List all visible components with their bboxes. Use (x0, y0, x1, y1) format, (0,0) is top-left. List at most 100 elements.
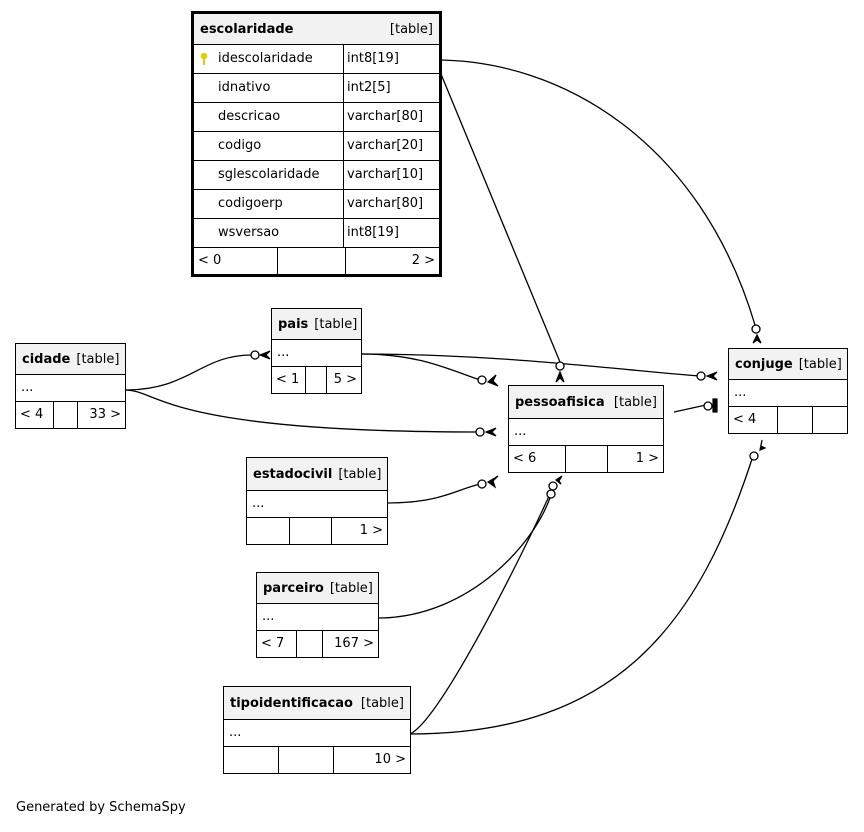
children-count[interactable]: 1 > (359, 523, 383, 538)
rel-cidade-pessoafisica (124, 389, 481, 433)
column-row[interactable]: codigo varchar[20] (194, 132, 439, 161)
crowfoot-arrow (258, 350, 271, 360)
rel-pais-conjuge (360, 353, 701, 377)
rel-tipoidentificacao-pessoafisica (409, 493, 551, 735)
children-count[interactable] (813, 407, 847, 433)
rel-endpoint (548, 481, 558, 491)
column-type: int8[19] (347, 225, 399, 240)
table-footer: < 4 33 > (16, 402, 125, 428)
table-name: cidade (22, 351, 71, 367)
rel-endpoint (546, 489, 556, 499)
column-row[interactable]: idescolaridade int8[19] (194, 45, 439, 74)
rel-endpoint (749, 451, 759, 461)
column-type: varchar[10] (347, 167, 424, 182)
table-footer: < 6 1 > (509, 446, 663, 472)
rel-pessoafisica-conjuge (673, 404, 707, 413)
rel-tipoidentificacao-conjuge (409, 455, 754, 735)
footer-spacer (290, 518, 332, 544)
rel-escolaridade-pessoafisica (435, 61, 561, 363)
table-parceiro[interactable]: parceiro [table] ... < 7 167 > (256, 572, 379, 658)
rel-pais-pessoafisica (360, 353, 481, 381)
table-header: conjuge [table] (729, 349, 847, 380)
children-count[interactable]: 167 > (334, 636, 374, 651)
table-escolaridade[interactable]: escolaridade [table] idescolaridade int8… (191, 11, 442, 277)
rel-endpoint (703, 401, 713, 411)
crowfoot-arrow (484, 427, 497, 437)
parents-count[interactable]: < 4 (729, 407, 778, 433)
children-count[interactable]: 10 > (374, 752, 406, 767)
column-name: idnativo (194, 74, 344, 102)
table-header: cidade [table] (16, 344, 125, 375)
table-cidade[interactable]: cidade [table] ... < 4 33 > (15, 343, 126, 429)
parents-count[interactable]: < 4 (16, 402, 54, 428)
footer-spacer (54, 402, 78, 428)
one-bar (712, 398, 718, 413)
table-footer: 10 > (224, 747, 410, 773)
table-name: parceiro (263, 580, 324, 596)
children-count[interactable]: 33 > (89, 407, 121, 422)
table-header: tipoidentificacao [table] (224, 687, 410, 720)
table-name: estadocivil (253, 466, 333, 482)
column-row[interactable]: sglescolaridade varchar[10] (194, 161, 439, 190)
generated-by-text: Generated by SchemaSpy (16, 800, 186, 815)
table-type: [table] (613, 394, 657, 410)
table-estadocivil[interactable]: estadocivil [table] ... 1 > (246, 457, 388, 545)
parents-count[interactable]: < 6 (509, 446, 566, 472)
table-header: parceiro [table] (257, 573, 378, 604)
parents-count[interactable]: < 7 (257, 631, 297, 657)
table-pessoafisica[interactable]: pessoafisica [table] ... < 6 1 > (508, 385, 664, 473)
parents-count[interactable]: < 0 (194, 248, 278, 274)
table-columns-collapsed: ... (509, 419, 663, 446)
crowfoot-arrow (554, 475, 563, 485)
crowfoot-arrow (752, 333, 762, 344)
table-pais[interactable]: pais [table] ... < 1 5 > (271, 308, 362, 394)
column-type: varchar[20] (347, 138, 424, 153)
table-header: escolaridade [table] (194, 14, 439, 45)
footer-spacer (279, 747, 334, 773)
table-footer: < 0 2 > (194, 248, 439, 274)
table-columns-collapsed: ... (257, 604, 378, 631)
column-row[interactable]: codigoerp varchar[80] (194, 190, 439, 219)
footer-spacer (306, 367, 327, 393)
rel-endpoint (250, 350, 260, 360)
table-name: escolaridade (200, 21, 294, 37)
crowfoot-arrow (486, 374, 499, 387)
rel-endpoint (477, 479, 487, 489)
table-name: conjuge (735, 356, 793, 372)
table-footer: < 7 167 > (257, 631, 378, 657)
parents-count[interactable] (247, 518, 290, 544)
column-row[interactable]: wsversao int8[19] (194, 219, 439, 248)
rel-escolaridade-conjuge (435, 59, 756, 326)
children-count[interactable]: 5 > (333, 372, 357, 387)
rel-endpoint (751, 324, 761, 334)
rel-estadocivil-pessoafisica (386, 483, 481, 504)
table-type: [table] (798, 356, 842, 372)
table-footer: < 1 5 > (272, 367, 361, 393)
children-count[interactable]: 2 > (411, 253, 435, 268)
table-type: [table] (314, 316, 358, 332)
table-columns-collapsed: ... (16, 375, 125, 402)
parents-count[interactable]: < 1 (272, 367, 306, 393)
table-type: [table] (338, 466, 382, 482)
footer-spacer (778, 407, 813, 433)
column-type: int8[19] (347, 51, 399, 66)
column-type: varchar[80] (347, 109, 424, 124)
column-name: sglescolaridade (194, 161, 344, 189)
table-conjuge[interactable]: conjuge [table] ... < 4 (728, 348, 848, 434)
table-type: [table] (360, 695, 404, 711)
parents-count[interactable] (224, 747, 279, 773)
footer-spacer (278, 248, 346, 274)
table-tipoidentificacao[interactable]: tipoidentificacao [table] ... 10 > (223, 686, 411, 774)
table-name: pais (278, 316, 309, 332)
column-name: idescolaridade (218, 51, 313, 66)
rel-endpoint (475, 427, 485, 437)
table-type: [table] (76, 351, 120, 367)
column-row[interactable]: idnativo int2[5] (194, 74, 439, 103)
table-name: tipoidentificacao (230, 695, 353, 711)
crowfoot-arrow (759, 439, 767, 451)
table-name: pessoafisica (515, 394, 605, 410)
column-row[interactable]: descricao varchar[80] (194, 103, 439, 132)
children-count[interactable]: 1 > (635, 451, 659, 466)
rel-cidade-pais (124, 354, 253, 391)
